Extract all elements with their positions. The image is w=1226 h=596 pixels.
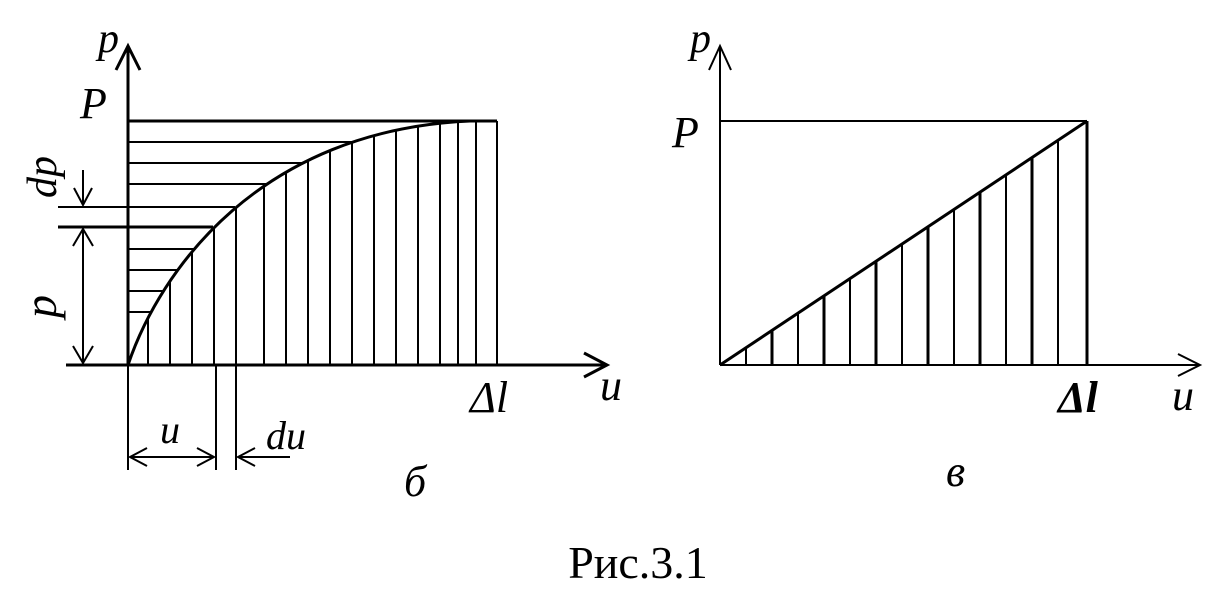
left-x-arrow [583,351,611,379]
left-P-label: P [79,79,107,128]
u-arrow-right [196,447,217,467]
u-label: u [160,407,180,452]
left-axis-x-label: u [600,361,622,410]
right-diagonal [719,119,1088,367]
left-panel-label: б [404,457,428,506]
right-x-arrow [1177,353,1203,377]
left-curve [126,119,471,366]
right-axis-x-label: u [1172,371,1194,420]
du-arrow-left [235,447,256,467]
right-P-label: P [671,108,699,157]
right-dl-label: Δl [1056,373,1099,422]
diagram-left: p P dp p Δl u u du б [15,16,622,506]
left-axis-y-label: p [95,16,119,62]
right-panel-label: в [946,447,965,496]
dp-arrow-head [73,187,93,208]
dp-label: dp [20,156,66,198]
p-label: p [15,295,66,321]
figure-caption: Рис.3.1 [568,537,708,588]
left-y-arrow [114,42,142,71]
diagram-right: p P Δl u в [671,16,1203,496]
p-arrow-bottom [72,345,94,365]
du-label: du [266,413,306,458]
right-axis-y-label: p [687,16,711,62]
u-arrow-left [127,447,148,467]
p-arrow-top [72,227,94,247]
right-y-arrow [708,43,732,71]
left-dl-label: Δl [468,373,508,422]
